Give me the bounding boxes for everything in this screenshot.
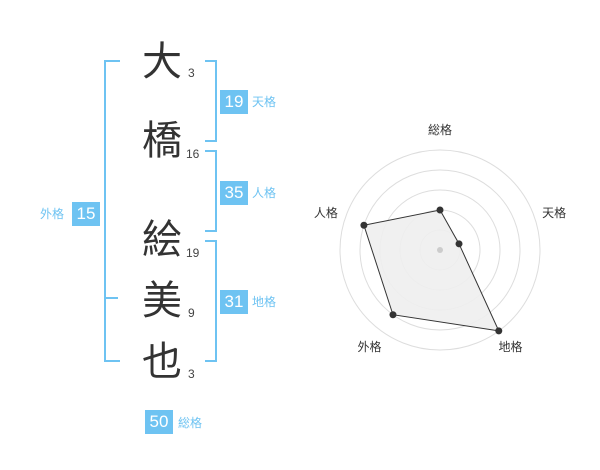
name-char-2: 橋: [142, 118, 182, 164]
stroke-count-2: 16: [186, 147, 200, 161]
stroke-count-4: 9: [188, 306, 195, 320]
stroke-count-5: 3: [188, 367, 195, 381]
soukaku-badge: 50: [145, 410, 173, 434]
radar-series-area: [363, 209, 500, 332]
tenkaku-label: 天格: [252, 95, 277, 109]
name-char-3: 絵: [142, 217, 182, 263]
radar-axis-label-3: 外格: [357, 339, 381, 354]
jinkaku-bracket: [205, 150, 217, 232]
radar-point-3: [389, 311, 397, 319]
tenkaku-badge: 19: [220, 90, 248, 114]
radar-axis-label-4: 人格: [314, 205, 338, 220]
radar-axis-label-2: 地格: [499, 339, 523, 354]
radar-point-2: [495, 327, 503, 335]
stroke-count-3: 19: [186, 246, 200, 260]
soukaku-label: 総格: [178, 416, 203, 430]
gaikaku-label: 外格: [40, 207, 65, 221]
jinkaku-badge: 35: [220, 181, 248, 205]
radar-point-1: [455, 240, 463, 248]
gaikaku-bracket: [104, 60, 120, 362]
stroke-count-1: 3: [188, 66, 195, 80]
name-char-4: 美: [142, 278, 182, 324]
radar-point-0: [436, 206, 444, 214]
chikaku-label: 地格: [252, 295, 277, 309]
radar-center: [437, 247, 443, 253]
name-char-5: 也: [142, 339, 182, 385]
jinkaku-label: 人格: [252, 186, 277, 200]
chikaku-badge: 31: [220, 290, 248, 314]
radar-axis-label-0: 総格: [428, 122, 452, 137]
gaikaku-bracket-tick: [106, 297, 118, 299]
chikaku-bracket: [205, 240, 217, 362]
tenkaku-bracket: [205, 60, 217, 142]
name-char-1: 大: [142, 39, 182, 85]
gaikaku-badge: 15: [72, 202, 100, 226]
radar-axis-label-1: 天格: [542, 205, 566, 220]
radar-point-4: [360, 221, 368, 229]
